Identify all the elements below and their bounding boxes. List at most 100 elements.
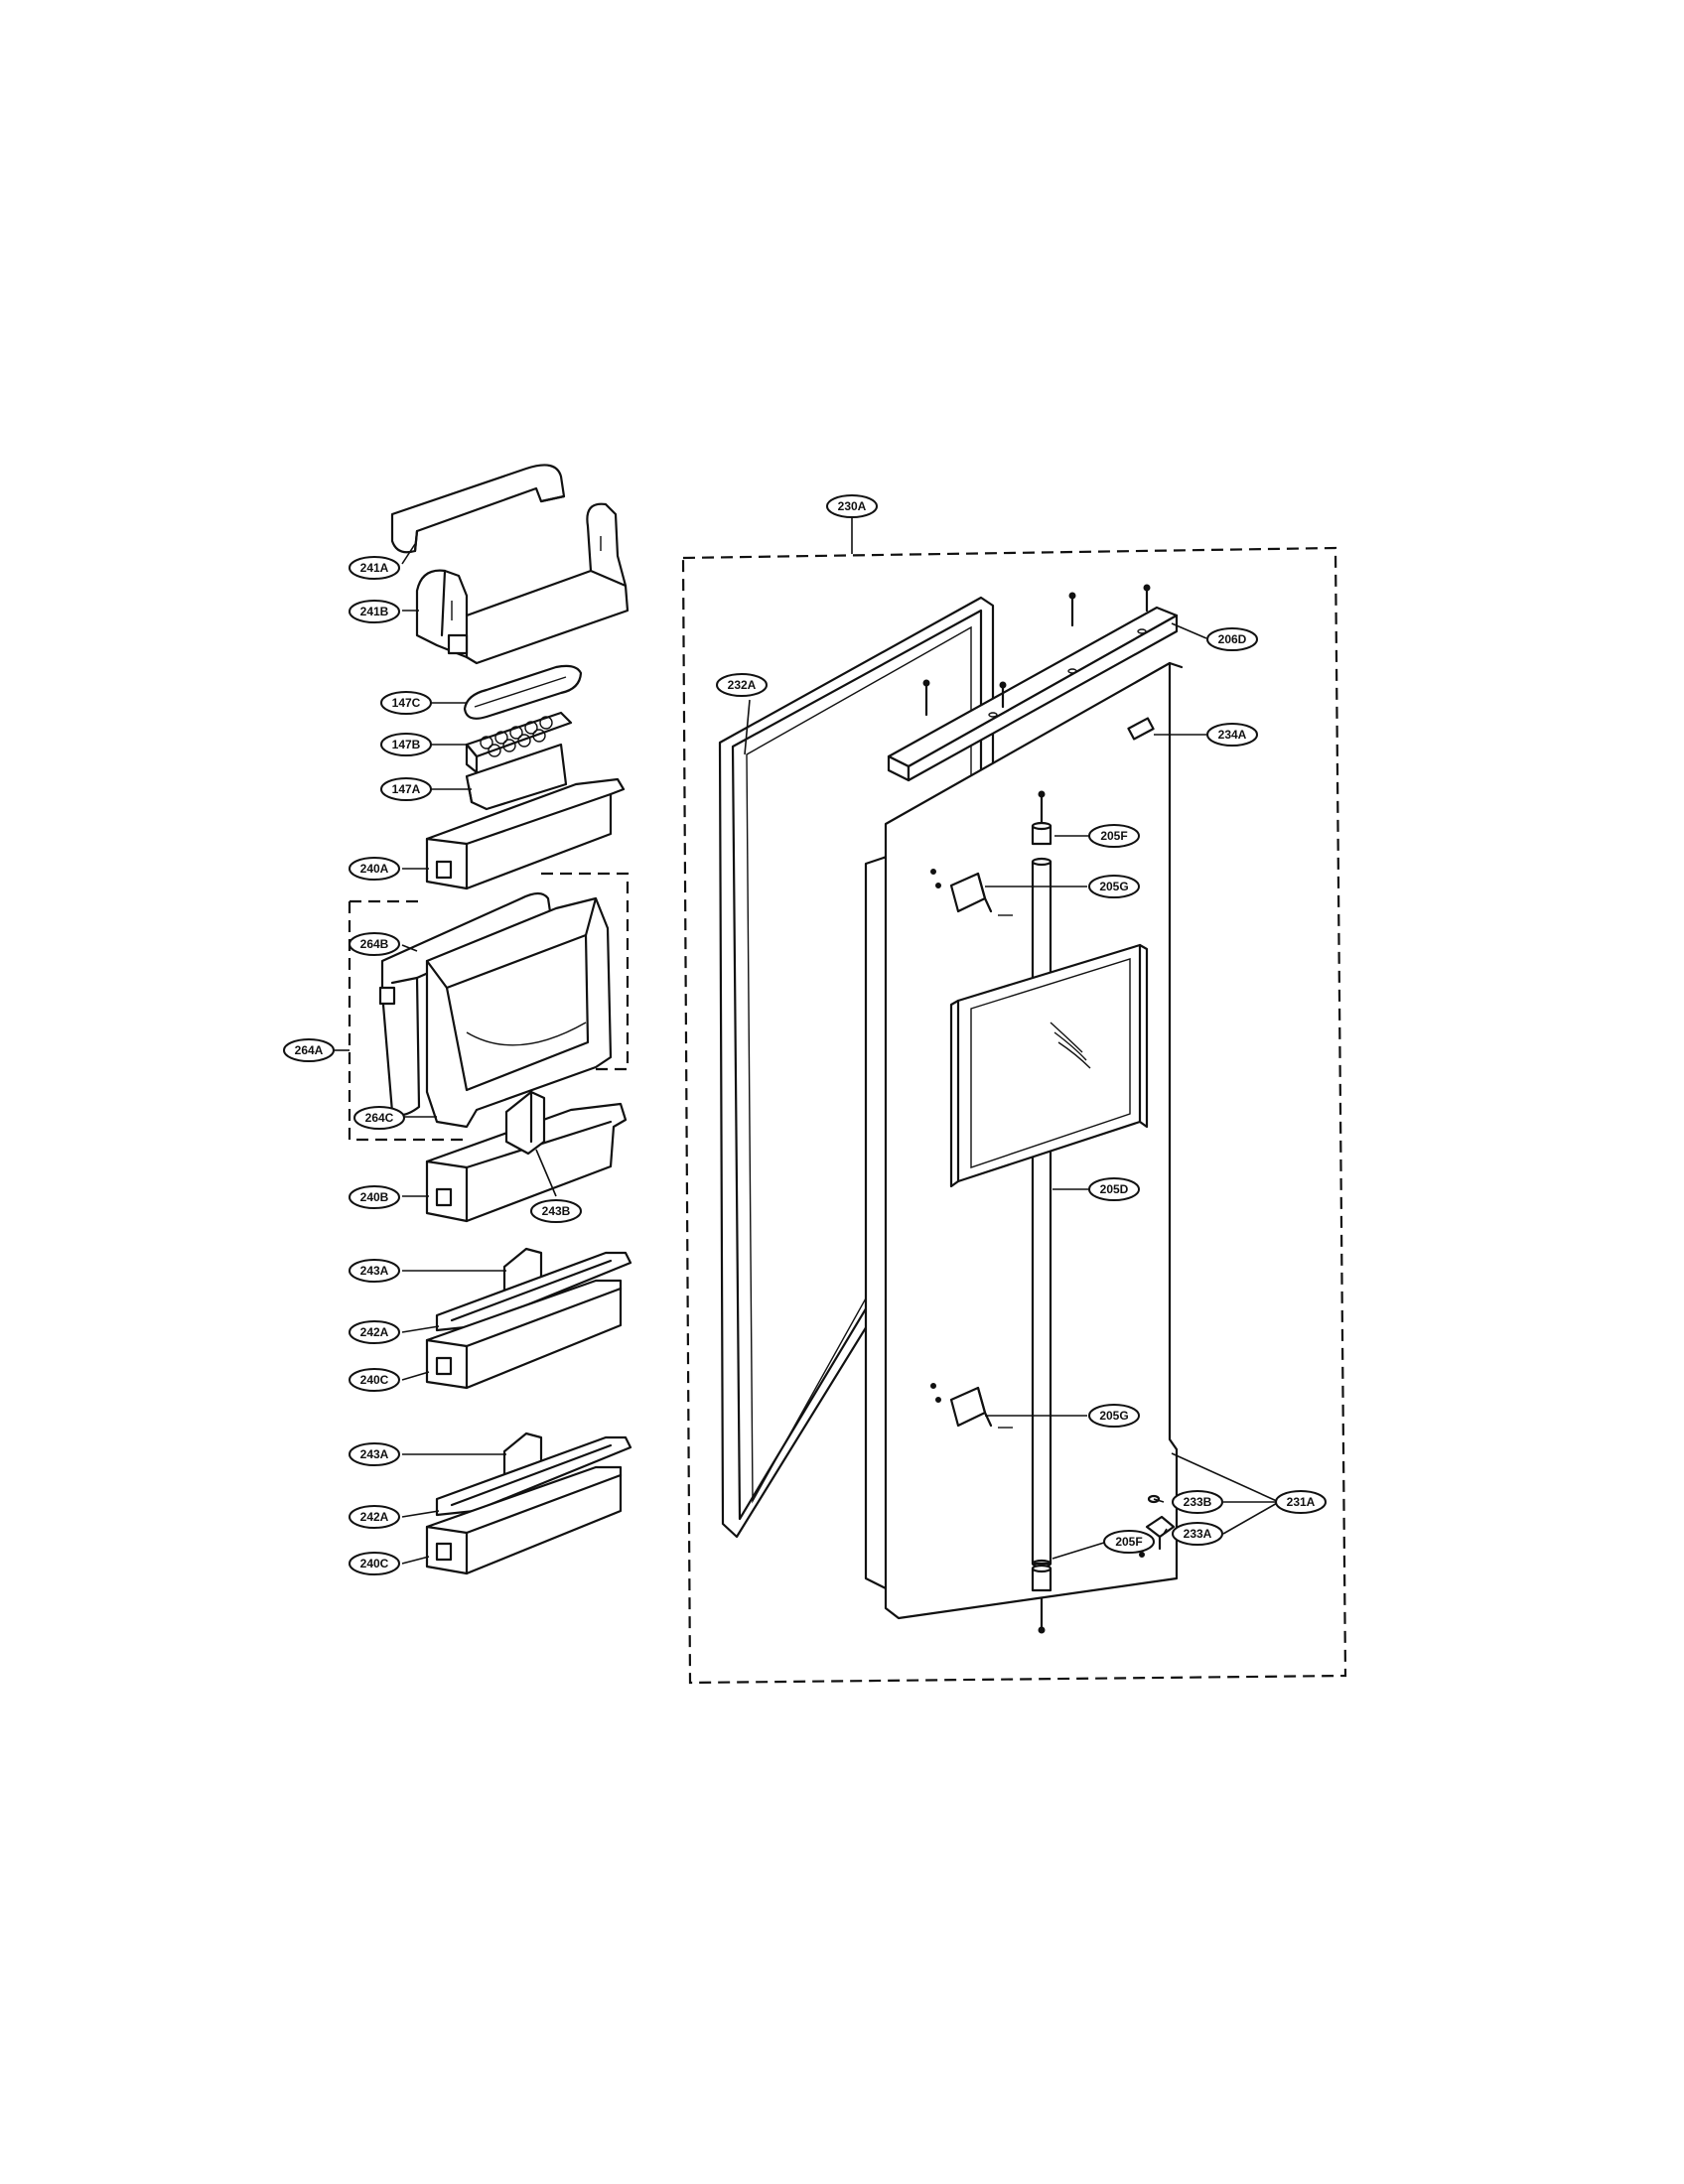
callout-241b: 241B [349, 600, 400, 623]
callout-label: 264C [365, 1111, 394, 1125]
callout-label: 242A [360, 1325, 389, 1339]
callout-label: 243A [360, 1447, 389, 1461]
callout-layer: 241A 241B 147C 147B 147A 240A 264B 264A 264C 240B… [283, 494, 1327, 1575]
callout-label: 232A [728, 678, 757, 692]
callout-label: 233A [1184, 1527, 1212, 1541]
callout-bubble [349, 1320, 400, 1344]
callout-264b: 264B [349, 932, 400, 956]
callout-bubble [349, 1442, 400, 1466]
label-plate-234a [1127, 717, 1155, 741]
callout-242a_2: 242A [349, 1505, 400, 1529]
callout-264a: 264A [283, 1038, 335, 1062]
door-bin-240c-lower [425, 1465, 623, 1575]
callout-label: 243A [360, 1264, 389, 1278]
callout-147c: 147C [380, 691, 432, 715]
callout-bubble [1088, 875, 1140, 898]
door-assembly-outline [681, 546, 1347, 1685]
callout-bubble [380, 733, 432, 756]
callout-bubble [1206, 627, 1258, 651]
callout-240a: 240A [349, 857, 400, 881]
callout-bubble [349, 1368, 400, 1392]
callout-bubble [1172, 1522, 1223, 1546]
callout-233b: 233B [1172, 1490, 1223, 1514]
callout-label: 205F [1100, 829, 1127, 843]
callout-bubble [349, 1185, 400, 1209]
callout-205f_2: 205F [1103, 1530, 1155, 1554]
callout-206d: 206D [1206, 627, 1258, 651]
washer-233b [1147, 1494, 1161, 1504]
dairy-bin-241b [415, 502, 630, 665]
callout-label: 147C [392, 696, 421, 710]
bin-insert-242a-lower [435, 1435, 632, 1517]
callout-240b: 240B [349, 1185, 400, 1209]
bracket-205g-top [930, 869, 1013, 916]
callout-bubble [349, 857, 400, 881]
callout-230a: 230A [826, 494, 878, 518]
callout-bubble [1103, 1530, 1155, 1554]
bin-body-264c [425, 896, 613, 1129]
callout-232a: 232A [716, 673, 768, 697]
divider-243b [504, 1090, 546, 1156]
callout-242a_1: 242A [349, 1320, 400, 1344]
door-bin-240a [425, 777, 626, 890]
callout-231a: 231A [1275, 1490, 1327, 1514]
callout-label: 147B [392, 738, 421, 751]
callout-label: 230A [838, 499, 867, 513]
callout-bubble [349, 556, 400, 580]
callout-label: 205G [1099, 880, 1128, 893]
callout-bubble [349, 1259, 400, 1283]
callout-240c_2: 240C [349, 1552, 400, 1575]
door-cap-206d [887, 606, 1179, 782]
callout-205g_1: 205G [1088, 875, 1140, 898]
callout-243a_2: 243A [349, 1442, 400, 1466]
callout-bubble [1206, 723, 1258, 747]
callout-bubble [283, 1038, 335, 1062]
dairy-cover-241a [390, 464, 566, 554]
callout-bubble [349, 600, 400, 623]
door-bin-240c-upper [425, 1279, 623, 1390]
callout-label: 264A [295, 1043, 324, 1057]
callout-bubble [1088, 1177, 1140, 1201]
callout-bubble [353, 1106, 405, 1130]
bushing-205f-bottom [1031, 1564, 1052, 1634]
callout-205f_1: 205F [1088, 824, 1140, 848]
bracket-205g-bottom [930, 1383, 1013, 1429]
callout-147b: 147B [380, 733, 432, 756]
callout-label: 240C [360, 1557, 389, 1570]
callout-bubble [1275, 1490, 1327, 1514]
callout-233a: 233A [1172, 1522, 1223, 1546]
callout-264c: 264C [353, 1106, 405, 1130]
callout-bubble [530, 1199, 582, 1223]
callout-label: 241B [360, 605, 389, 618]
callout-label: 240C [360, 1373, 389, 1387]
callout-label: 241A [360, 561, 389, 575]
bushing-205f-top [1031, 790, 1052, 846]
callout-label: 147A [392, 782, 421, 796]
callout-205g_2: 205G [1088, 1404, 1140, 1428]
callout-label: 205D [1100, 1182, 1129, 1196]
callout-label: 206D [1218, 632, 1247, 646]
callout-label: 264B [360, 937, 389, 951]
bin-insert-242a-upper [435, 1251, 632, 1332]
callout-label: 231A [1287, 1495, 1316, 1509]
callout-label: 243B [542, 1204, 571, 1218]
callout-240c_1: 240C [349, 1368, 400, 1392]
callout-bubble [1172, 1490, 1223, 1514]
egg-tray-147b [465, 711, 573, 774]
callout-bubble [826, 494, 878, 518]
callout-bubble [716, 673, 768, 697]
callout-label: 233B [1184, 1495, 1212, 1509]
callout-bubble [349, 1505, 400, 1529]
heater-tube-205d [1031, 857, 1052, 1569]
callout-bubble [380, 691, 432, 715]
callout-label: 205F [1115, 1535, 1142, 1549]
callout-241a: 241A [349, 556, 400, 580]
callout-label: 234A [1218, 728, 1247, 742]
leader-lines [334, 518, 1280, 1565]
callout-243a_1: 243A [349, 1259, 400, 1283]
callout-bubble [1088, 824, 1140, 848]
egg-tray-cover-147c [463, 664, 583, 720]
callout-147a: 147A [380, 777, 432, 801]
callout-bubble [349, 932, 400, 956]
